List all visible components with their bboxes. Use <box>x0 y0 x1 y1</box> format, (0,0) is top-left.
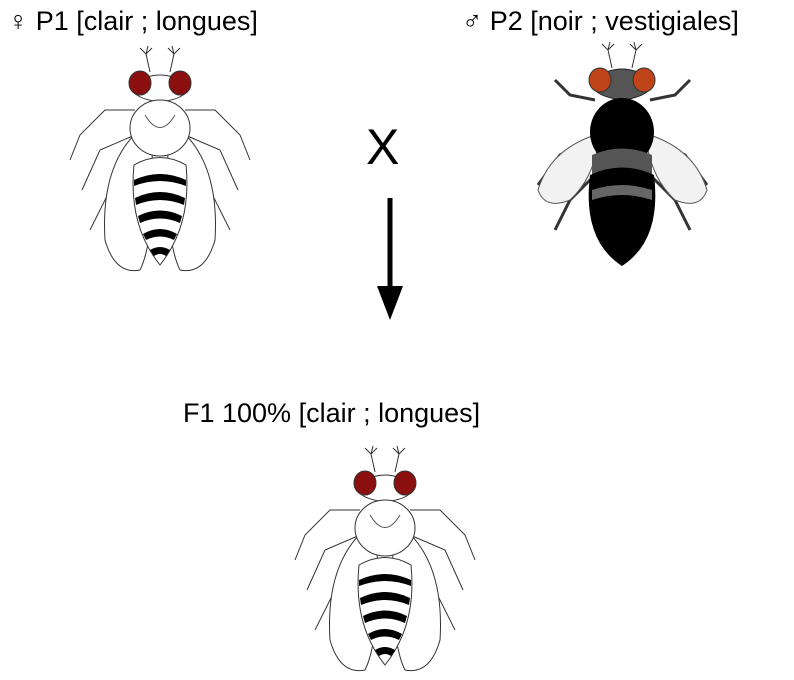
f1-label: F1 100% [clair ; longues] <box>183 400 480 427</box>
fly-dark-vestigial-wings-icon <box>530 40 715 270</box>
eye-right <box>169 71 191 95</box>
fly-light-long-wings-icon <box>60 40 265 280</box>
eye-left <box>129 71 151 95</box>
parent1-label: ♀ P1 [clair ; longues] <box>8 8 258 35</box>
cross-symbol: X <box>366 122 399 172</box>
parent2-label: ♂ P2 [noir ; vestigiales] <box>462 8 739 35</box>
fly-light-long-wings-icon <box>285 440 490 680</box>
arrow-down-icon <box>370 198 410 323</box>
